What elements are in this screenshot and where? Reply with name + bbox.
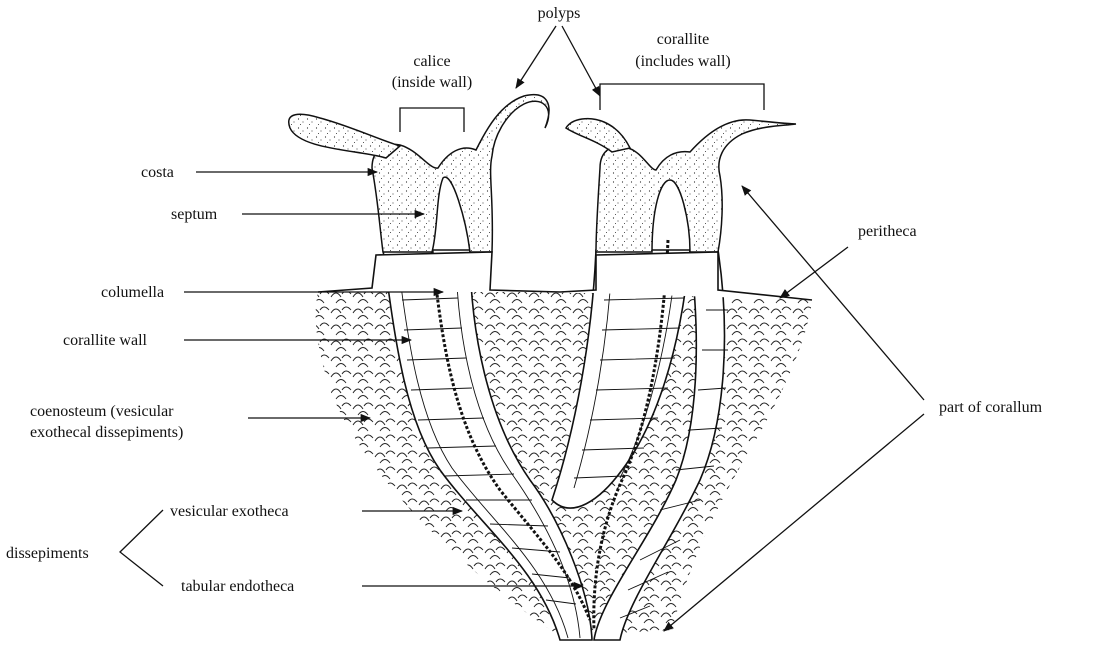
corallite-label: corallite [657, 31, 709, 48]
corallite-bracket [600, 84, 764, 110]
peritheca-label: peritheca [858, 223, 917, 240]
vesicular-exotheca-label: vesicular exotheca [170, 503, 289, 520]
corallite-wall-label: corallite wall [63, 332, 148, 349]
polyps-arrow-left [516, 26, 556, 88]
left-polyp-tentacle [289, 114, 400, 158]
polyps-label: polyps [538, 5, 581, 22]
peritheca-leader [780, 247, 848, 298]
columella-label: columella [101, 284, 164, 301]
part-of-corallum-label: part of corallum [939, 399, 1043, 416]
costa-label: costa [141, 164, 174, 181]
polyps-arrow-right [562, 26, 600, 96]
calice-bracket [400, 108, 464, 132]
right-polyp-tentacle [566, 119, 630, 152]
dissepiments-label: dissepiments [6, 545, 89, 562]
left-polyp [372, 95, 549, 252]
right-polyp [596, 120, 796, 252]
tabular-endotheca-label: tabular endotheca [181, 578, 294, 595]
septum-label: septum [171, 206, 218, 223]
coenosteum-label: coenosteum (vesicular [30, 403, 174, 420]
calice-label: calice [413, 53, 450, 70]
calice-sublabel: (inside wall) [392, 74, 472, 91]
dissepiments-brace [120, 510, 163, 586]
coenosteum-sublabel: exothecal dissepiments) [30, 424, 183, 441]
corallite-sublabel: (includes wall) [635, 53, 731, 70]
